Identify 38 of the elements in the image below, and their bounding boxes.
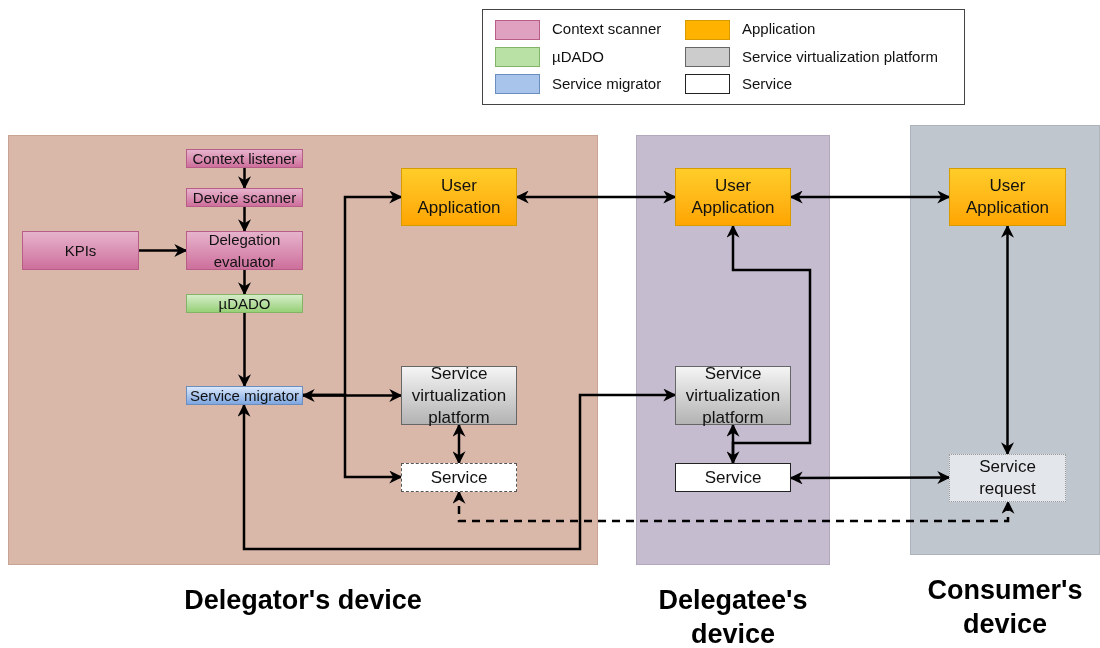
legend-label: µDADO	[552, 46, 604, 67]
arrow	[789, 471, 951, 485]
arrow	[139, 244, 188, 257]
dashed-arrow	[452, 490, 1015, 523]
arrow	[515, 190, 677, 204]
component-box: Service virtualization platform	[675, 366, 791, 425]
arrow	[303, 393, 403, 484]
component-box: User Application	[401, 168, 517, 226]
legend-label: Service	[742, 74, 793, 95]
component-box: Service	[401, 463, 517, 492]
component-box: User Application	[949, 168, 1066, 226]
legend-label: Application	[742, 19, 816, 40]
component-box: Delegation evaluator	[186, 231, 303, 270]
arrow	[301, 389, 403, 402]
legend-label: Service migrator	[552, 74, 662, 95]
component-box: µDADO	[186, 294, 303, 313]
legend-label: Context scanner	[552, 19, 662, 40]
arrow	[238, 207, 251, 233]
device-label: Consumer's device	[926, 574, 1084, 641]
arrow	[789, 190, 951, 204]
component-box: Service	[675, 463, 791, 492]
component-box: Service request	[949, 454, 1066, 502]
component-box: User Application	[675, 168, 791, 226]
component-box: Context listener	[186, 149, 303, 168]
component-box: Service migrator	[186, 386, 303, 405]
arrow	[452, 423, 466, 465]
device-label: Delegator's device	[184, 584, 422, 617]
component-box: Service virtualization platform	[401, 366, 517, 425]
arrow	[238, 168, 251, 190]
legend-label: Service virtualization platform	[742, 46, 938, 67]
device-label: Delegatee's device	[657, 584, 809, 648]
component-box: KPIs	[22, 231, 139, 270]
arrow	[726, 224, 812, 463]
arrow	[238, 270, 251, 296]
arrow	[1001, 224, 1014, 456]
component-box: Device scanner	[186, 188, 303, 207]
arrow	[238, 313, 251, 388]
arrow	[237, 388, 677, 551]
